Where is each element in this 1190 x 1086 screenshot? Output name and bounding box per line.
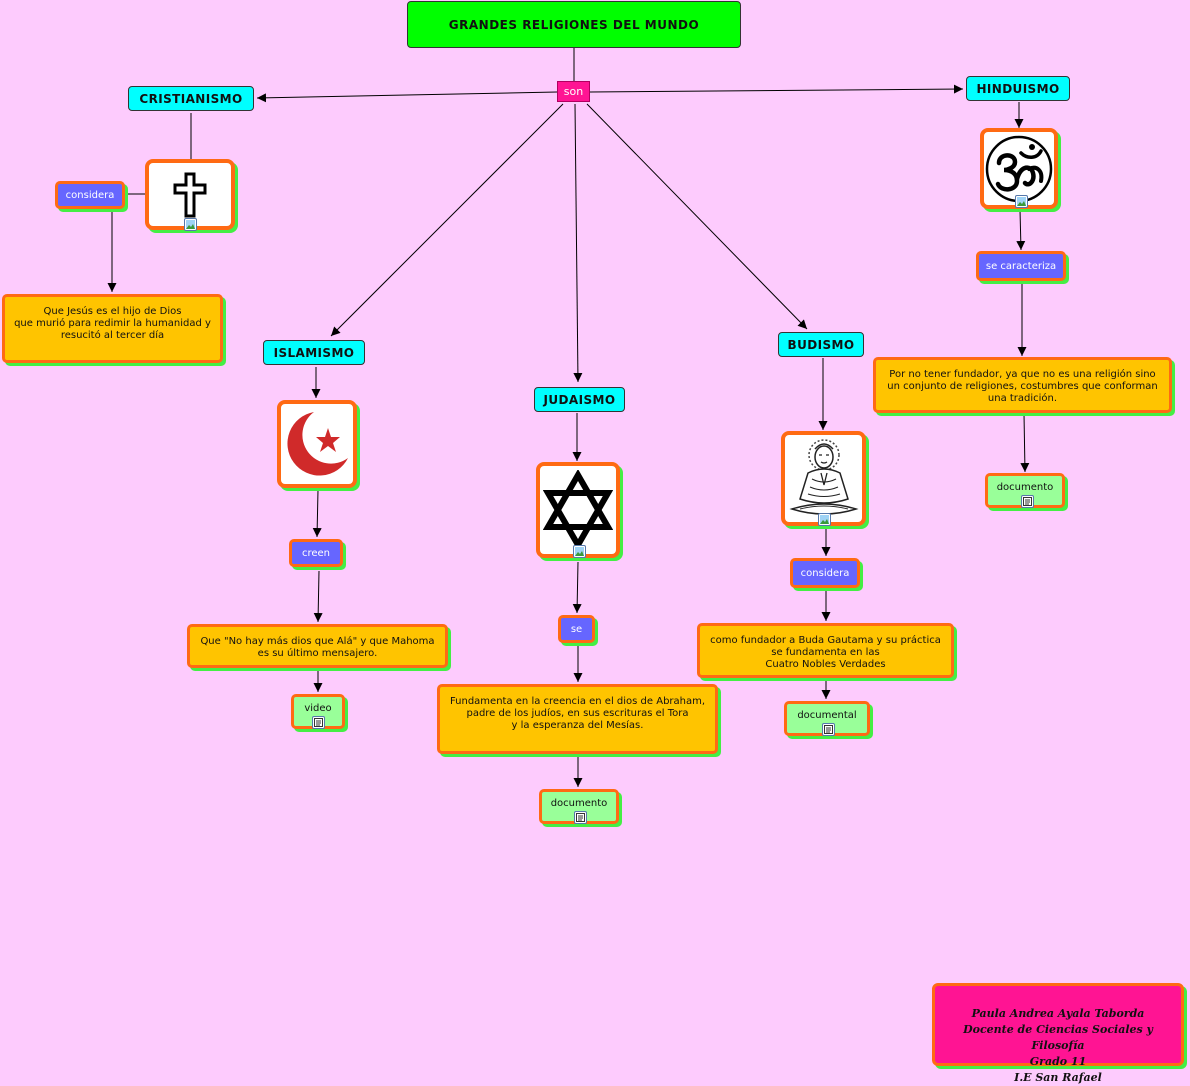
star-of-david-icon (543, 470, 613, 550)
religion-islamismo-label: ISLAMISMO (273, 345, 355, 360)
link-phrase-hinduismo-text: se caracteriza (985, 260, 1057, 272)
resource-judaismo[interactable]: documento (539, 789, 619, 824)
image-node-budismo[interactable] (781, 431, 866, 526)
concept-judaismo-text: Fundamenta en la creencia en el dios de … (449, 696, 706, 731)
concept-hinduismo-text: Por no tener fundador, ya que no es una … (887, 369, 1158, 404)
resource-hinduismo[interactable]: documento (985, 473, 1065, 508)
concept-cristianismo[interactable]: Que Jesús es el hijo de Dios que murió p… (2, 294, 223, 363)
link-phrase-cristianismo[interactable]: considera (55, 181, 125, 209)
link-phrase-judaismo[interactable]: se (558, 615, 595, 643)
crescent-star-icon (287, 412, 348, 476)
author-info-text: Paula Andrea Ayala Taborda Docente de Ci… (963, 1007, 1153, 1084)
document-icon[interactable] (1021, 495, 1034, 508)
resource-judaismo-text: documento (550, 798, 608, 809)
cross-icon (173, 172, 207, 217)
buddha-icon (788, 438, 859, 515)
link-phrase-islamismo[interactable]: creen (289, 539, 343, 567)
concept-islamismo-text: Que "No hay más dios que Alá" y que Maho… (200, 636, 435, 659)
document-icon[interactable] (312, 716, 325, 729)
linker-son[interactable]: son (557, 81, 590, 102)
image-node-judaismo[interactable] (536, 462, 620, 558)
concept-budismo-text: como fundador a Buda Gautama y su prácti… (710, 635, 941, 670)
map-title[interactable]: GRANDES RELIGIONES DEL MUNDO (407, 1, 741, 48)
resource-islamismo-text: video (304, 703, 332, 714)
resource-budismo-text: documental (797, 710, 857, 721)
image-attachment-icon[interactable] (573, 545, 586, 558)
om-icon (985, 135, 1053, 202)
author-info[interactable]: Paula Andrea Ayala Taborda Docente de Ci… (932, 983, 1184, 1084)
religion-budismo[interactable]: BUDISMO (778, 332, 864, 357)
concept-budismo[interactable]: como fundador a Buda Gautama y su prácti… (697, 623, 954, 678)
link-phrase-cristianismo-text: considera (65, 189, 115, 201)
document-icon[interactable] (574, 811, 587, 824)
concept-hinduismo[interactable]: Por no tener fundador, ya que no es una … (873, 357, 1172, 413)
link-phrase-budismo[interactable]: considera (790, 558, 860, 588)
image-attachment-icon[interactable] (184, 218, 197, 231)
religion-budismo-label: BUDISMO (787, 337, 855, 352)
link-phrase-judaismo-text: se (570, 623, 583, 635)
document-icon[interactable] (822, 723, 835, 736)
religion-islamismo[interactable]: ISLAMISMO (263, 340, 365, 365)
concept-cristianismo-text: Que Jesús es el hijo de Dios que murió p… (14, 306, 211, 341)
religion-cristianismo-label: CRISTIANISMO (139, 91, 243, 106)
map-title-text: GRANDES RELIGIONES DEL MUNDO (448, 17, 700, 32)
link-phrase-islamismo-text: creen (301, 547, 331, 559)
religion-judaismo[interactable]: JUDAISMO (534, 387, 625, 412)
link-phrase-budismo-text: considera (800, 567, 850, 579)
religion-hinduismo[interactable]: HINDUISMO (966, 76, 1070, 101)
concept-judaismo[interactable]: Fundamenta en la creencia en el dios de … (437, 684, 718, 754)
concept-islamismo[interactable]: Que "No hay más dios que Alá" y que Maho… (187, 624, 448, 668)
image-node-islamismo[interactable] (277, 400, 357, 488)
link-phrase-hinduismo[interactable]: se caracteriza (976, 251, 1066, 281)
religion-hinduismo-label: HINDUISMO (976, 81, 1060, 96)
resource-budismo[interactable]: documental (784, 701, 870, 736)
image-node-hinduismo[interactable] (980, 128, 1058, 209)
resource-hinduismo-text: documento (996, 482, 1054, 493)
image-attachment-icon[interactable] (1015, 195, 1028, 208)
religion-judaismo-label: JUDAISMO (543, 392, 616, 407)
image-node-cristianismo[interactable] (145, 159, 235, 231)
image-attachment-icon[interactable] (818, 513, 831, 526)
resource-islamismo[interactable]: video (291, 694, 345, 729)
religion-cristianismo[interactable]: CRISTIANISMO (128, 86, 254, 111)
linker-son-text: son (563, 85, 584, 98)
